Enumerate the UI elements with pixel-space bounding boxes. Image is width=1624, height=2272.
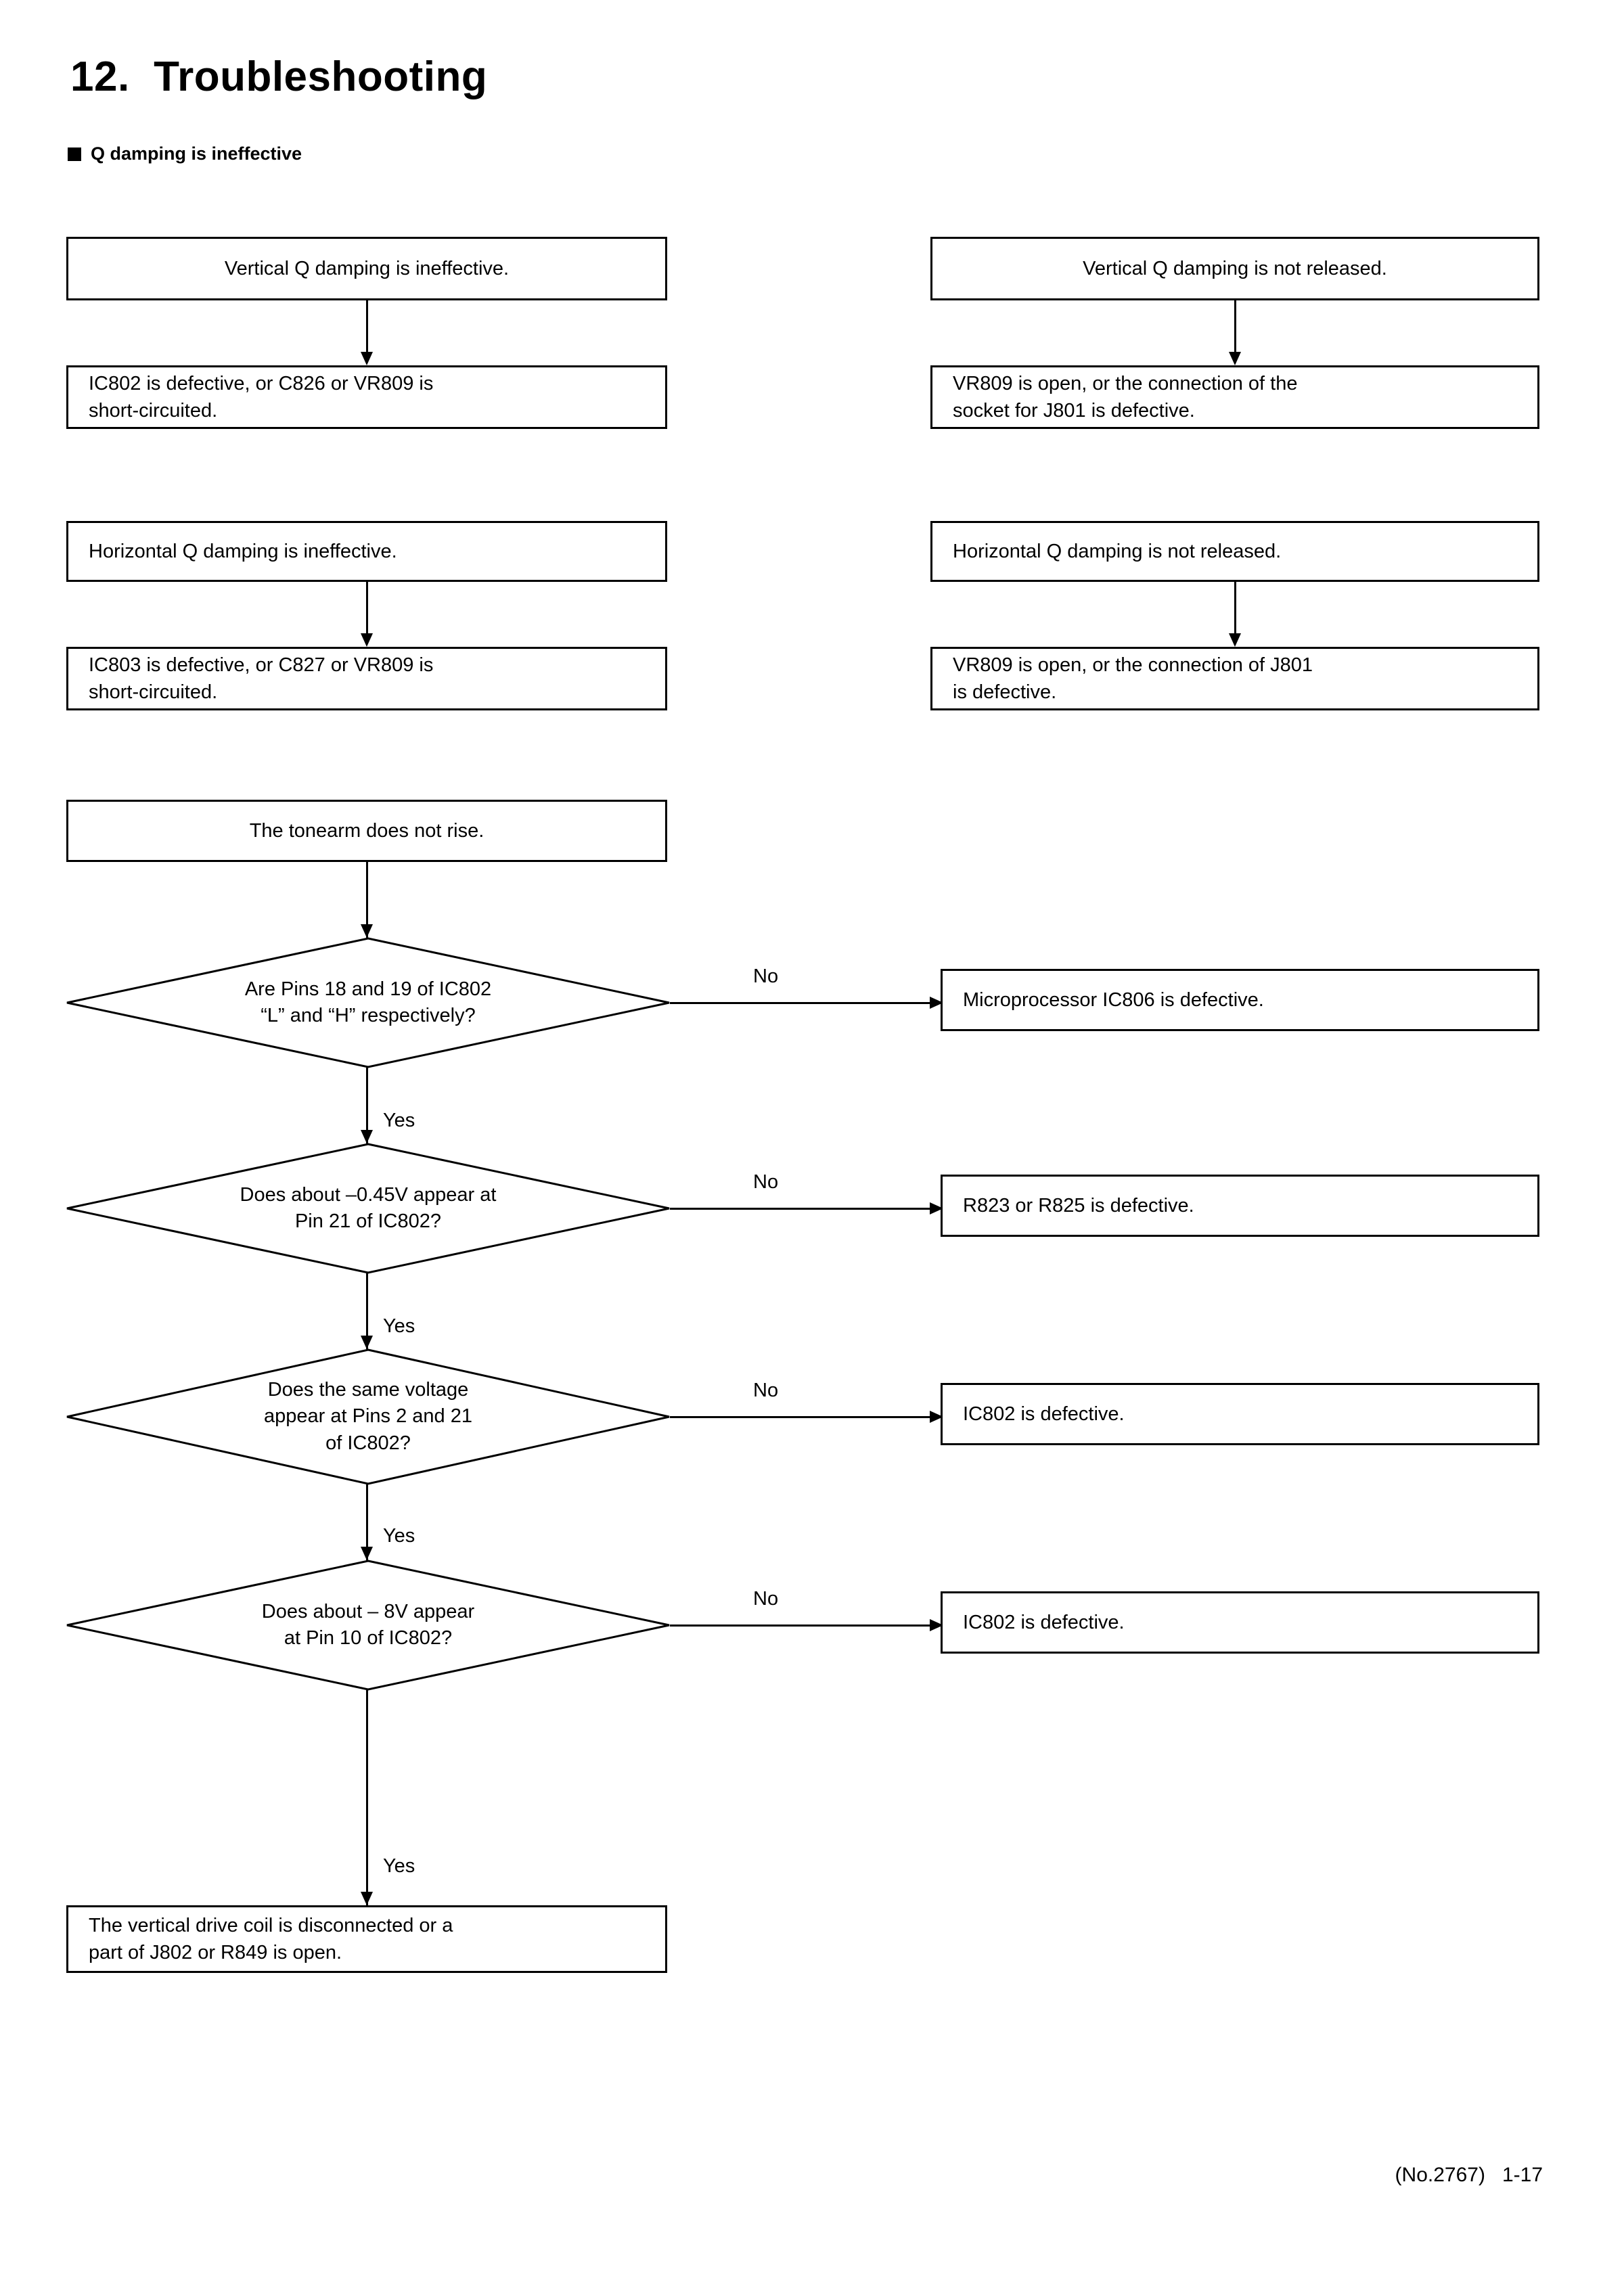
page-title: 12. Troubleshooting — [70, 53, 488, 100]
branch-arrow-icon — [930, 1411, 943, 1423]
connector-arrow-icon — [361, 633, 373, 647]
decision-diamond-0-45v-pin21: Does about –0.45V appear at Pin 21 of IC… — [66, 1143, 670, 1274]
symptom-box-horizontal-not-released: Horizontal Q damping is not released. — [930, 521, 1539, 582]
edge-label-no: No — [753, 1171, 779, 1193]
connector-line — [366, 1068, 368, 1143]
connector-line — [366, 1690, 368, 1905]
edge-label-yes: Yes — [383, 1855, 415, 1877]
connector-arrow-icon — [1229, 633, 1241, 647]
connector-arrow-icon — [361, 1892, 373, 1905]
cause-box-vertical-not-released: VR809 is open, or the connection of the … — [930, 365, 1539, 429]
branch-line-no — [670, 1625, 941, 1627]
connector-arrow-icon — [361, 1336, 373, 1349]
branch-line-no — [670, 1208, 941, 1210]
symptom-box-vertical-ineffective: Vertical Q damping is ineffective. — [66, 237, 667, 300]
result-box-ic802-defective-2: IC802 is defective. — [941, 1591, 1539, 1654]
connector-arrow-icon — [361, 352, 373, 365]
diamond-shape-icon — [66, 937, 670, 1068]
bullet-square-icon — [68, 147, 81, 161]
connector-line — [1234, 300, 1236, 363]
diamond-shape-icon — [66, 1143, 670, 1274]
diamond-shape-icon — [66, 1348, 670, 1485]
edge-label-no: No — [753, 1588, 779, 1610]
connector-line — [366, 582, 368, 644]
symptom-box-horizontal-ineffective: Horizontal Q damping is ineffective. — [66, 521, 667, 582]
edge-label-yes: Yes — [383, 1525, 415, 1547]
branch-arrow-icon — [930, 1619, 943, 1631]
decision-diamond-same-voltage-pins-2-21: Does the same voltage appear at Pins 2 a… — [66, 1348, 670, 1485]
result-box-ic802-defective-1: IC802 is defective. — [941, 1383, 1539, 1445]
result-box-microprocessor-ic806: Microprocessor IC806 is defective. — [941, 969, 1539, 1031]
connector-line — [366, 862, 368, 938]
connector-line — [366, 1273, 368, 1349]
edge-label-yes: Yes — [383, 1110, 415, 1131]
result-box-r823-r825: R823 or R825 is defective. — [941, 1175, 1539, 1237]
edge-label-no: No — [753, 965, 779, 987]
edge-label-yes: Yes — [383, 1315, 415, 1337]
edge-label-no: No — [753, 1380, 779, 1401]
branch-line-no — [670, 1002, 941, 1004]
start-box-tonearm: The tonearm does not rise. — [66, 800, 667, 862]
connector-line — [366, 300, 368, 363]
decision-diamond-pins-18-19: Are Pins 18 and 19 of IC802 “L” and “H” … — [66, 937, 670, 1068]
page-footer: (No.2767) 1-17 — [1395, 2164, 1543, 2186]
connector-arrow-icon — [361, 1130, 373, 1143]
decision-diamond-8v-pin10: Does about – 8V appear at Pin 10 of IC80… — [66, 1560, 670, 1691]
symptom-box-vertical-not-released: Vertical Q damping is not released. — [930, 237, 1539, 300]
connector-line — [1234, 582, 1236, 644]
result-box-vertical-drive-coil: The vertical drive coil is disconnected … — [66, 1905, 667, 1973]
branch-arrow-icon — [930, 997, 943, 1009]
connector-arrow-icon — [361, 1547, 373, 1560]
branch-arrow-icon — [930, 1202, 943, 1214]
section-subtitle: Q damping is ineffective — [68, 143, 302, 164]
cause-box-horizontal-not-released: VR809 is open, or the connection of J801… — [930, 647, 1539, 710]
cause-box-horizontal-ineffective: IC803 is defective, or C827 or VR809 is … — [66, 647, 667, 710]
branch-line-no — [670, 1416, 941, 1418]
cause-box-vertical-ineffective: IC802 is defective, or C826 or VR809 is … — [66, 365, 667, 429]
diamond-shape-icon — [66, 1560, 670, 1691]
connector-line — [366, 1484, 368, 1560]
section-subtitle-label: Q damping is ineffective — [91, 143, 302, 164]
connector-arrow-icon — [361, 924, 373, 938]
connector-arrow-icon — [1229, 352, 1241, 365]
